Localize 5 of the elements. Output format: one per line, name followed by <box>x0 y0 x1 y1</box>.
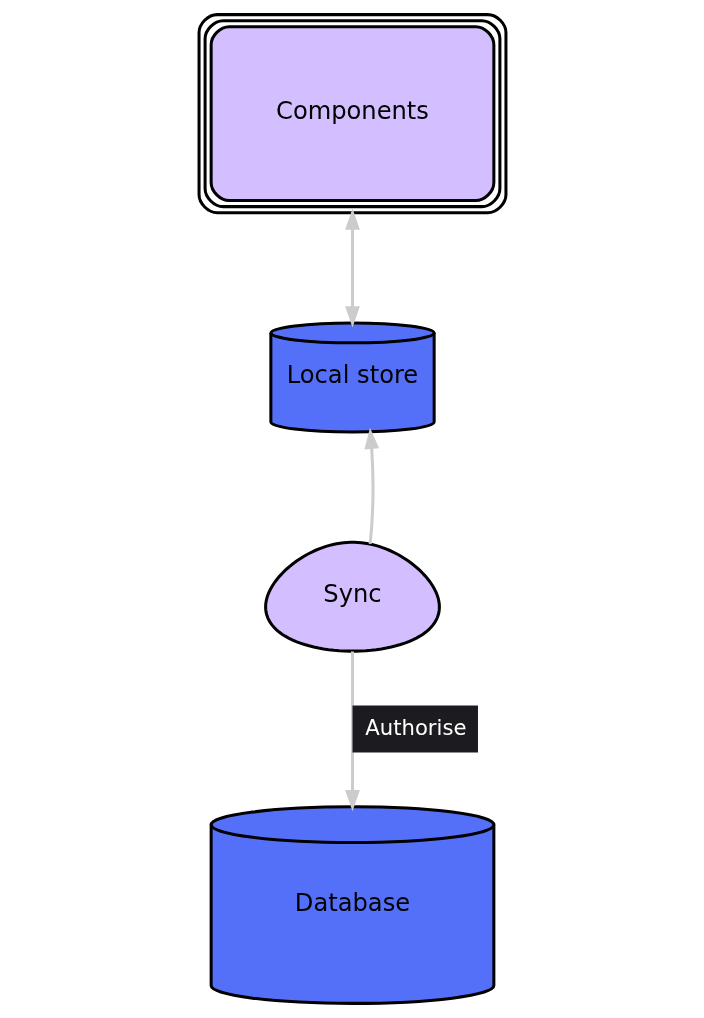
arrow <box>363 427 379 544</box>
node-box: Components <box>197 13 507 215</box>
arrow <box>344 651 360 812</box>
arrow <box>344 208 360 328</box>
edge-label: Authorise <box>364 715 467 741</box>
